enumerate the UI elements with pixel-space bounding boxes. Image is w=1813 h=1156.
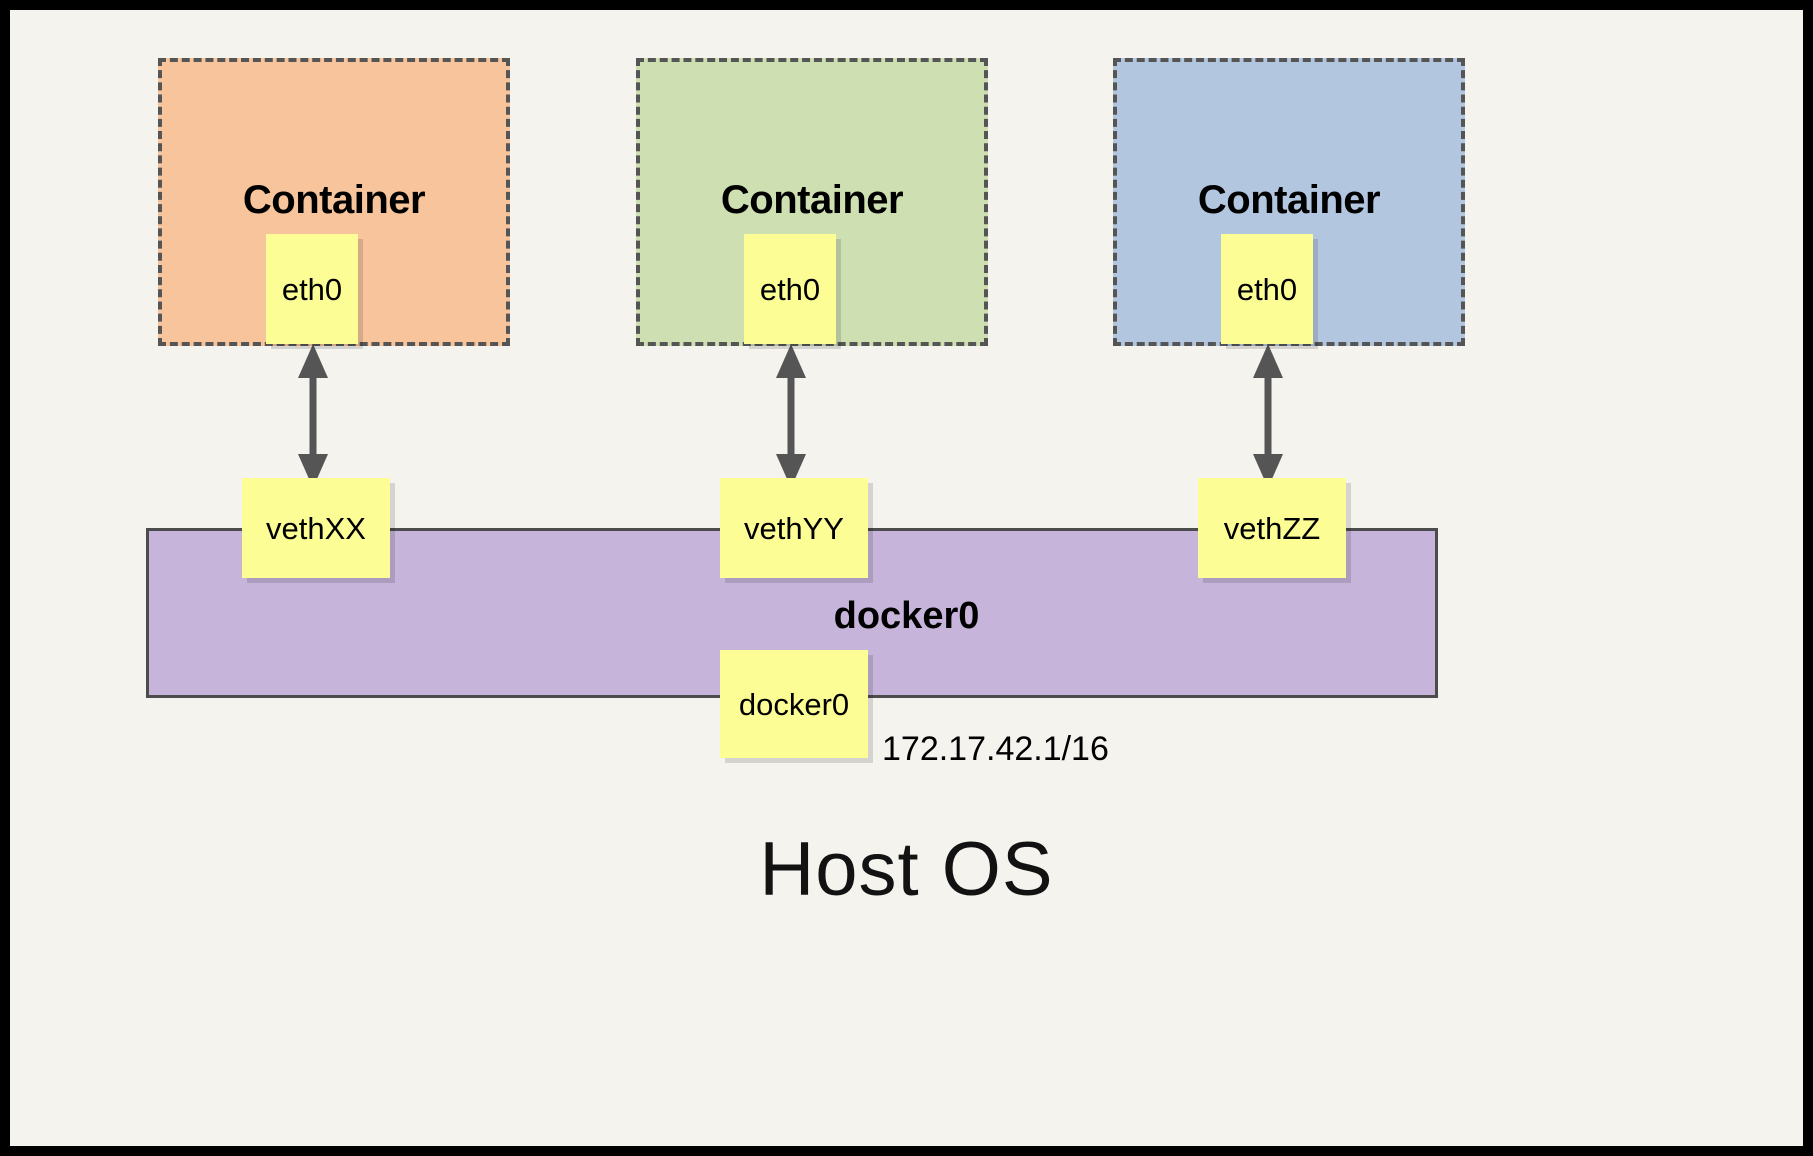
eth0-label-3: eth0 — [1236, 271, 1298, 307]
container-title-3: Container — [1197, 178, 1381, 222]
eth0-interface-box-1: eth0 — [266, 234, 358, 344]
veth-link-arrow-3 — [1248, 342, 1288, 490]
veth-box-2: vethYY — [720, 478, 868, 578]
diagram-canvas: Container eth0 Container eth0 Container … — [10, 10, 1803, 1146]
veth-link-arrow-2 — [771, 342, 811, 490]
docker0-interface-box: docker0 — [720, 650, 868, 758]
veth-link-arrow-1 — [293, 342, 333, 490]
double-arrow-icon-1 — [298, 344, 328, 488]
veth-box-3: vethZZ — [1198, 478, 1346, 578]
veth-label-3: vethZZ — [1223, 510, 1321, 546]
eth0-label-1: eth0 — [281, 271, 343, 307]
double-arrow-icon-3 — [1253, 344, 1283, 488]
eth0-interface-box-2: eth0 — [744, 234, 836, 344]
veth-label-1: vethXX — [266, 510, 366, 546]
host-os-title: Host OS — [759, 827, 1054, 912]
container-title-1: Container — [242, 178, 426, 222]
container-title-2: Container — [720, 178, 904, 222]
docker0-bridge-label: docker0 — [833, 595, 980, 637]
eth0-interface-box-3: eth0 — [1221, 234, 1313, 344]
veth-box-1: vethXX — [242, 478, 390, 578]
veth-label-2: vethYY — [744, 510, 844, 546]
docker0-interface-label: docker0 — [738, 686, 850, 722]
docker0-ip-address: 172.17.42.1/16 — [882, 730, 1109, 768]
double-arrow-icon-2 — [776, 344, 806, 488]
eth0-label-2: eth0 — [759, 271, 821, 307]
